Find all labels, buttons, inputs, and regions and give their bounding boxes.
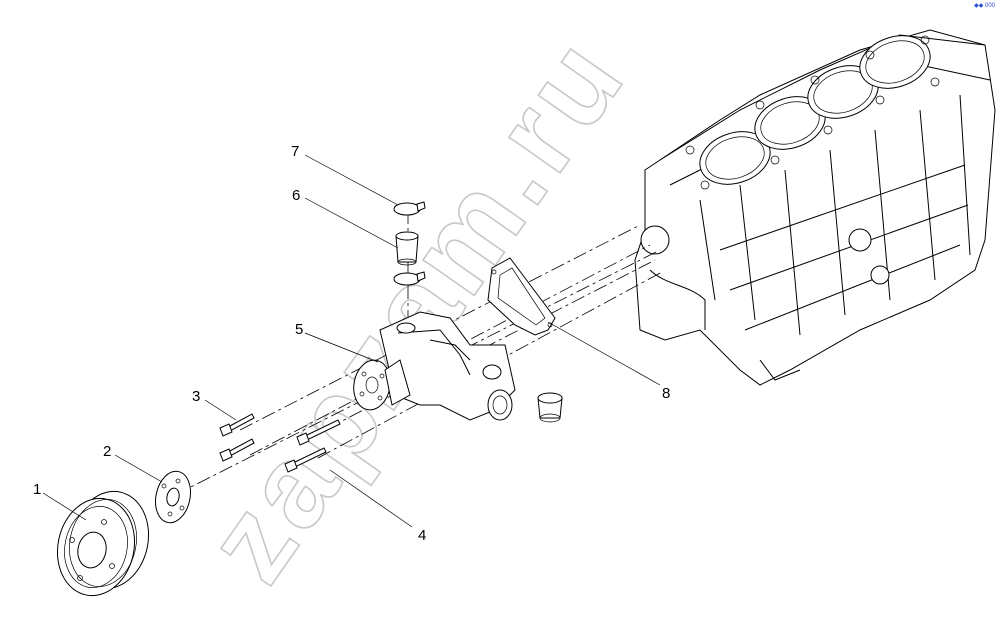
hose-clamp-upper xyxy=(393,201,426,216)
callout-5: 5 xyxy=(295,321,303,338)
water-pump xyxy=(353,311,516,421)
callout-8: 8 xyxy=(662,385,670,402)
spacer-plate xyxy=(155,470,191,524)
bolts-4 xyxy=(284,419,341,473)
callout-1: 1 xyxy=(33,481,41,498)
callout-6: 6 xyxy=(292,187,300,204)
callout-3: 3 xyxy=(192,388,200,405)
callout-2: 2 xyxy=(103,443,111,460)
pulley xyxy=(56,490,150,597)
hose xyxy=(395,231,419,266)
bolts-3 xyxy=(219,413,255,462)
watermark-text: zapzam.ru xyxy=(181,12,651,605)
hose-clamp-lower xyxy=(393,271,426,286)
engine-block xyxy=(634,29,996,386)
corner-mark: ◆◆ 000 xyxy=(974,3,995,9)
leader-lines xyxy=(42,154,661,528)
sleeve xyxy=(537,392,563,423)
callout-4: 4 xyxy=(418,527,426,544)
callout-7: 7 xyxy=(291,143,299,160)
gasket xyxy=(487,257,556,336)
